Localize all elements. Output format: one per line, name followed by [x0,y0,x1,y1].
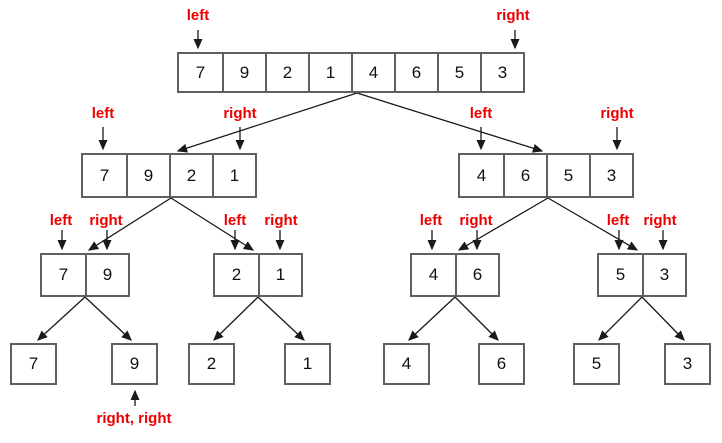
leaf-cell-4: 4 [383,343,430,385]
array-cell: 7 [28,354,39,373]
array-cell: 1 [258,255,301,295]
array-cell: 2 [265,54,308,91]
array-cell: 6 [496,354,507,373]
array-cell: 9 [129,354,140,373]
array-cell: 3 [480,54,523,91]
split-arrow [213,296,259,341]
pointer-label-right: right [89,212,123,229]
pointer-label-left: left [49,212,73,229]
array-level2-left: 7 9 2 1 [81,153,257,198]
leaf-cell-7: 7 [10,343,57,385]
array-cell: 3 [642,255,685,295]
array-cell: 2 [169,155,212,196]
pointer-label-right: right [264,212,298,229]
array-level3-4: 5 3 [597,253,687,297]
array-cell: 4 [476,165,487,185]
pointer-label-right-right: right, right [96,410,172,427]
pointer-label-left: left [419,212,443,229]
array-level2-right: 4 6 5 3 [458,153,634,198]
array-level1: 7 9 2 1 4 6 5 3 [177,52,525,93]
array-cell: 3 [682,354,693,373]
pointer-label-left: left [186,7,210,24]
split-arrow [408,296,456,341]
pointer-label-right: right [600,105,634,122]
leaf-cell-3: 3 [664,343,711,385]
array-cell: 5 [437,54,480,91]
array-cell: 5 [615,265,626,284]
split-arrow [37,296,86,341]
array-cell: 7 [99,165,110,185]
array-cell: 6 [503,155,546,196]
array-level3-3: 4 6 [410,253,500,297]
pointer-label-left: left [91,105,115,122]
array-cell: 3 [589,155,632,196]
array-cell: 4 [351,54,394,91]
leaf-cell-2: 2 [188,343,235,385]
leaf-cell-5: 5 [573,343,620,385]
pointer-label-right: right [459,212,493,229]
array-cell: 1 [302,354,313,373]
array-cell: 9 [222,54,265,91]
split-arrow [641,296,685,341]
array-cell: 9 [126,155,169,196]
pointer-label-right: right [496,7,530,24]
array-cell: 4 [428,265,439,284]
split-arrow [257,296,305,341]
array-cell: 2 [206,354,217,373]
leaf-cell-1: 1 [284,343,331,385]
array-cell: 5 [591,354,602,373]
array-cell: 7 [58,265,69,284]
array-cell: 5 [546,155,589,196]
array-level3-2: 2 1 [213,253,303,297]
pointer-label-right: right [223,105,257,122]
leaf-cell-6: 6 [478,343,525,385]
array-cell: 9 [85,255,128,295]
array-cell: 7 [195,62,206,82]
split-arrow [598,296,643,341]
array-cell: 2 [231,265,242,284]
pointer-label-left: left [469,105,493,122]
array-cell: 1 [308,54,351,91]
array-level3-1: 7 9 [40,253,130,297]
split-arrow [454,296,499,341]
leaf-cell-9: 9 [111,343,158,385]
array-cell: 4 [401,354,412,373]
split-arrow [84,296,132,341]
array-cell: 6 [394,54,437,91]
array-cell: 1 [212,155,255,196]
pointer-label-right: right [643,212,677,229]
array-cell: 6 [455,255,498,295]
